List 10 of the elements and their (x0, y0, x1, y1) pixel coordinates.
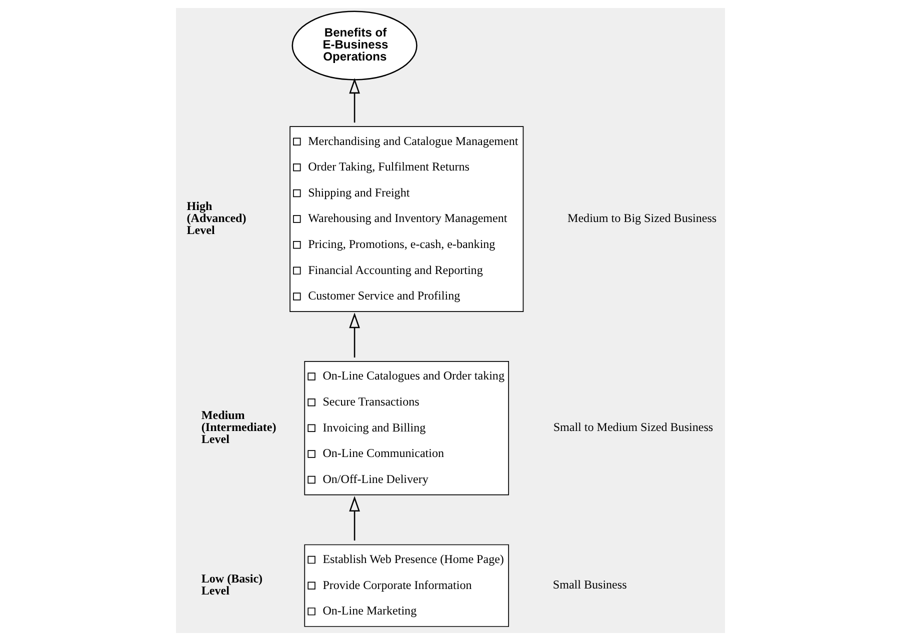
node-label: Medium (Intermediate) Level (201, 408, 276, 446)
node-label: Low (Basic) Level (201, 571, 263, 598)
arrow (349, 78, 360, 123)
node-ellipse: Benefits of E-Business Operations (292, 10, 418, 80)
label: Small to Medium Sized Business (553, 420, 714, 434)
arrow (349, 312, 360, 358)
label: Medium to Big Sized Business (568, 210, 717, 225)
arrow (349, 496, 360, 541)
node-label: High (Advanced) Level (186, 198, 246, 237)
label: Small Business (552, 577, 627, 592)
